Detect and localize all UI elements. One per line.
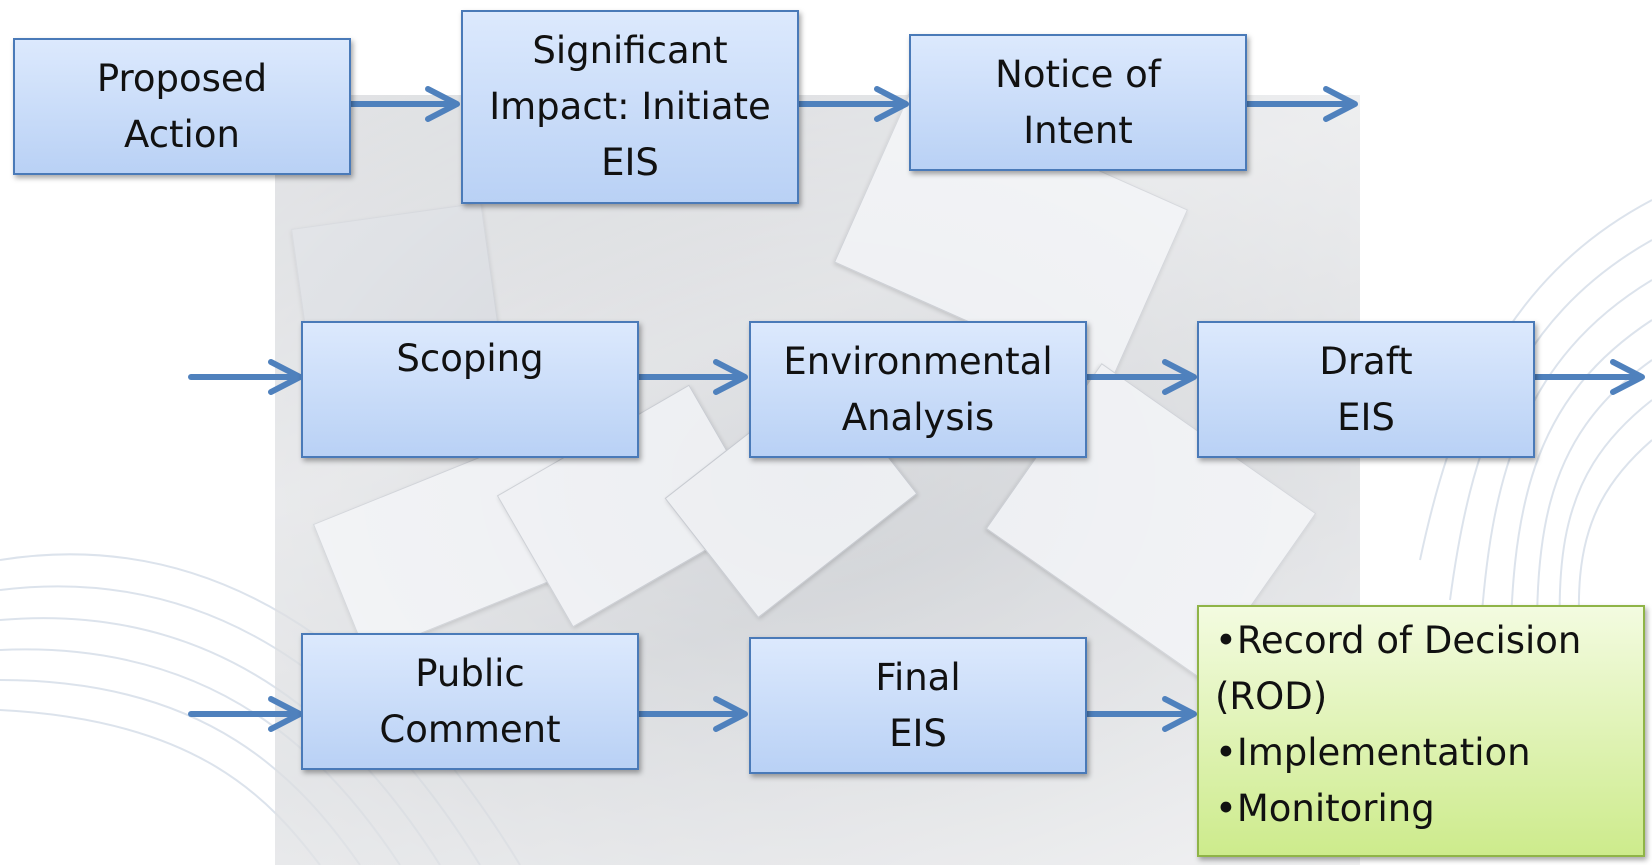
outcome-item: •Monitoring <box>1215 787 1435 830</box>
arrow-significant-to-notice <box>796 86 909 122</box>
outcome-item: •Implementation <box>1215 731 1531 774</box>
arrow-final-to-outcomes <box>1084 696 1197 732</box>
step-label-line: Proposed <box>96 56 268 100</box>
outcome-item: •Record of Decision <box>1215 619 1582 662</box>
step-label-line: EIS <box>601 141 659 184</box>
step-label-line: Scoping <box>396 337 544 380</box>
step-public-comment: Public Comment <box>301 633 639 770</box>
step-label-line: Analysis <box>841 395 995 439</box>
step-environmental-analysis: Environmental Analysis <box>749 321 1087 458</box>
step-significant-impact: Significant Impact: Initiate EIS <box>461 10 799 204</box>
step-label-line: Notice of <box>995 52 1161 96</box>
step-label-line: Final <box>875 655 961 699</box>
arrow-draft-continue <box>1532 359 1645 395</box>
step-label-line: Environmental <box>783 339 1053 383</box>
step-label-line: EIS <box>889 711 947 755</box>
arrow-analysis-to-draft <box>1084 359 1197 395</box>
step-label-line: Intent <box>1023 108 1133 152</box>
arrow-notice-continue <box>1244 86 1358 122</box>
step-label-line: Impact: Initiate <box>489 85 771 128</box>
outcome-item: (ROD) <box>1215 675 1328 718</box>
step-draft-eis: Draft EIS <box>1197 321 1535 458</box>
step-label-line: Comment <box>379 707 561 751</box>
step-proposed-action: Proposed Action <box>13 38 351 175</box>
step-notice-of-intent: Notice of Intent <box>909 34 1247 171</box>
step-label-line: EIS <box>1337 395 1395 439</box>
arrow-into-scoping <box>188 359 303 395</box>
step-label-line: Action <box>124 112 240 156</box>
step-label-line: Significant <box>532 29 728 72</box>
arrow-proposed-to-significant <box>348 86 460 122</box>
arrow-scoping-to-analysis <box>636 359 748 395</box>
arrow-into-public-comment <box>188 696 303 732</box>
step-label-line: Draft <box>1319 339 1413 383</box>
step-label-line: Public <box>415 651 525 695</box>
arrow-comment-to-final <box>636 696 748 732</box>
outcomes-box: •Record of Decision (ROD) •Implementatio… <box>1197 605 1645 857</box>
step-scoping: Scoping <box>301 321 639 458</box>
step-final-eis: Final EIS <box>749 637 1087 774</box>
